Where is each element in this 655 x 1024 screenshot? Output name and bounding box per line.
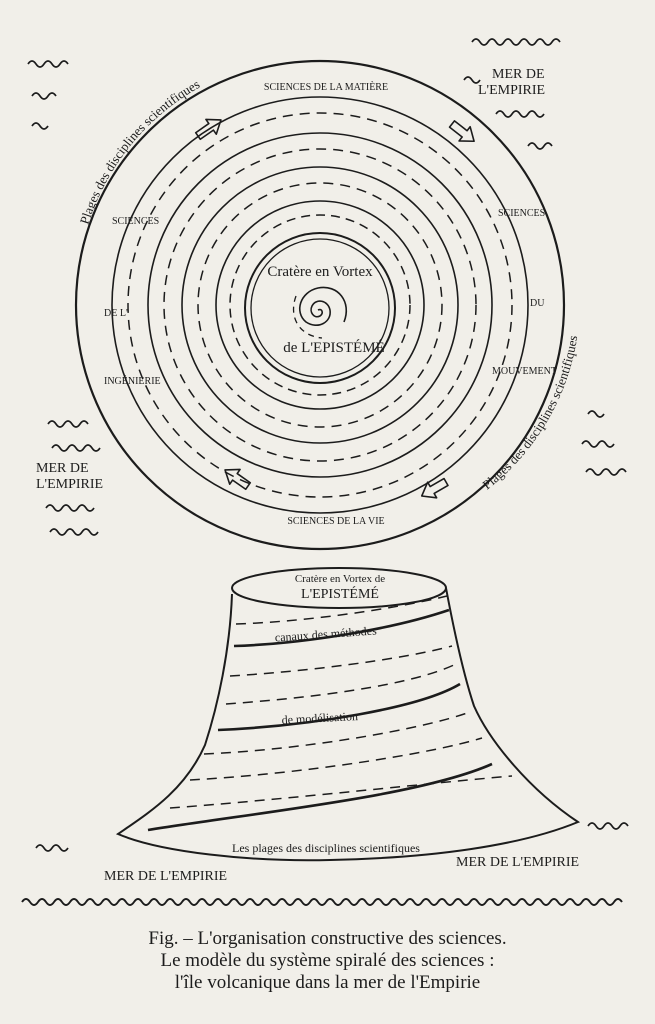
spiral-ring-dashed bbox=[163, 148, 477, 462]
spiral-ring-dashed bbox=[197, 182, 443, 428]
sea-label-left-1: MER DE bbox=[36, 461, 89, 476]
crater-ring bbox=[244, 232, 396, 384]
volcano-band bbox=[217, 682, 461, 732]
spiral-ring-solid bbox=[147, 132, 493, 478]
figure-caption: Fig. – L'organisation constructive des s… bbox=[0, 928, 655, 994]
spiral-ring-dashed bbox=[127, 112, 513, 498]
label-sciences-vie: SCIENCES DE LA VIE bbox=[287, 516, 384, 527]
label-left-1: SCIENCES bbox=[112, 216, 159, 227]
volcano-dashed-band bbox=[229, 645, 453, 677]
spiral-diagram bbox=[74, 59, 566, 551]
arrow-bottom-right bbox=[420, 477, 449, 499]
crater-label-2: de L'EPISTÉMÉ bbox=[283, 339, 384, 356]
sea-label-bottom-left: MER DE L'EMPIRIE bbox=[104, 869, 227, 884]
volcano-dashed-band bbox=[203, 711, 471, 755]
volcano-band-label-2: de modélisation bbox=[281, 709, 358, 727]
volcano-band-label-1: canaux des méthodes bbox=[274, 623, 377, 644]
sea-label-left-2: L'EMPIRIE bbox=[36, 477, 103, 492]
wave-mark bbox=[463, 76, 481, 84]
arrow-top-right bbox=[448, 120, 475, 143]
wave-mark bbox=[45, 504, 95, 512]
volcano-dashed-band bbox=[169, 775, 513, 809]
wave-mark bbox=[27, 60, 69, 68]
wave-mark bbox=[47, 420, 89, 428]
volcano-crater-label-1: Cratère en Vortex de bbox=[295, 573, 385, 585]
caption-line-2: Le modèle du système spiralé des science… bbox=[160, 950, 495, 971]
spiral-ring-solid bbox=[215, 200, 425, 410]
inner-ring bbox=[111, 96, 529, 514]
volcano-base-label: Les plages des disciplines scientifiques bbox=[232, 841, 420, 855]
vortex-swirl bbox=[298, 286, 348, 326]
label-right-3: MOUVEMENT bbox=[492, 366, 557, 377]
spiral-ring-dashed bbox=[229, 214, 411, 396]
crater-label-1: Cratère en Vortex bbox=[267, 264, 373, 280]
wave-baseline bbox=[21, 898, 623, 906]
wave-mark bbox=[495, 110, 545, 118]
plages-label-right: Plages des disciplines scientifiques bbox=[480, 334, 581, 492]
arrow-bottom-left bbox=[224, 468, 252, 491]
caption-line-3: l'île volcanique dans la mer de l'Empiri… bbox=[174, 972, 481, 993]
volcano-crater-rim bbox=[231, 567, 447, 609]
sea-label-top-right-2: L'EMPIRIE bbox=[478, 83, 545, 98]
wave-mark bbox=[581, 440, 615, 448]
diagram-canvas: SCIENCES DE LA MATIÈRE SCIENCES DE LA VI… bbox=[21, 38, 629, 906]
arrow-top-left bbox=[194, 118, 222, 141]
volcano-band bbox=[233, 608, 450, 648]
sea-label-top-right-1: MER DE bbox=[492, 67, 545, 82]
label-sciences-matiere: SCIENCES DE LA MATIÈRE bbox=[264, 81, 388, 93]
label-left-3: INGÉNIERIE bbox=[104, 375, 161, 387]
sea-labels: MER DE L'EMPIRIE MER DE L'EMPIRIE MER DE… bbox=[36, 67, 579, 884]
spiral-labels: SCIENCES DE LA MATIÈRE SCIENCES DE LA VI… bbox=[77, 76, 581, 527]
outer-ring bbox=[74, 59, 566, 551]
wave-mark bbox=[49, 528, 99, 536]
label-right-1: SCIENCES bbox=[498, 208, 545, 219]
label-left-2: DE L' bbox=[104, 308, 128, 319]
sea-label-bottom-right: MER DE L'EMPIRIE bbox=[456, 855, 579, 870]
wave-mark bbox=[35, 844, 69, 852]
flow-arrows bbox=[194, 118, 475, 499]
caption-line-1: Fig. – L'organisation constructive des s… bbox=[148, 928, 507, 949]
volcano-body bbox=[115, 587, 581, 862]
wave-mark bbox=[585, 468, 627, 476]
wave-mark bbox=[51, 444, 101, 452]
wave-mark bbox=[587, 410, 605, 418]
volcano-dashed-band bbox=[189, 737, 483, 781]
wave-mark bbox=[471, 38, 561, 46]
wave-mark bbox=[587, 822, 629, 830]
volcano-dashed-band bbox=[225, 663, 457, 705]
wave-mark bbox=[31, 122, 49, 130]
volcano-band bbox=[147, 762, 493, 832]
volcano-dashed-band bbox=[235, 595, 448, 625]
crater-ring-inner bbox=[250, 238, 390, 378]
wave-mark bbox=[527, 142, 553, 150]
sea-waves bbox=[21, 38, 629, 906]
volcano-crater-label-2: L'EPISTÉMÉ bbox=[301, 585, 379, 602]
spiral-ring-solid bbox=[181, 166, 459, 444]
wave-mark bbox=[31, 92, 57, 100]
label-right-2: DU bbox=[530, 298, 545, 309]
volcano-diagram bbox=[115, 567, 581, 862]
